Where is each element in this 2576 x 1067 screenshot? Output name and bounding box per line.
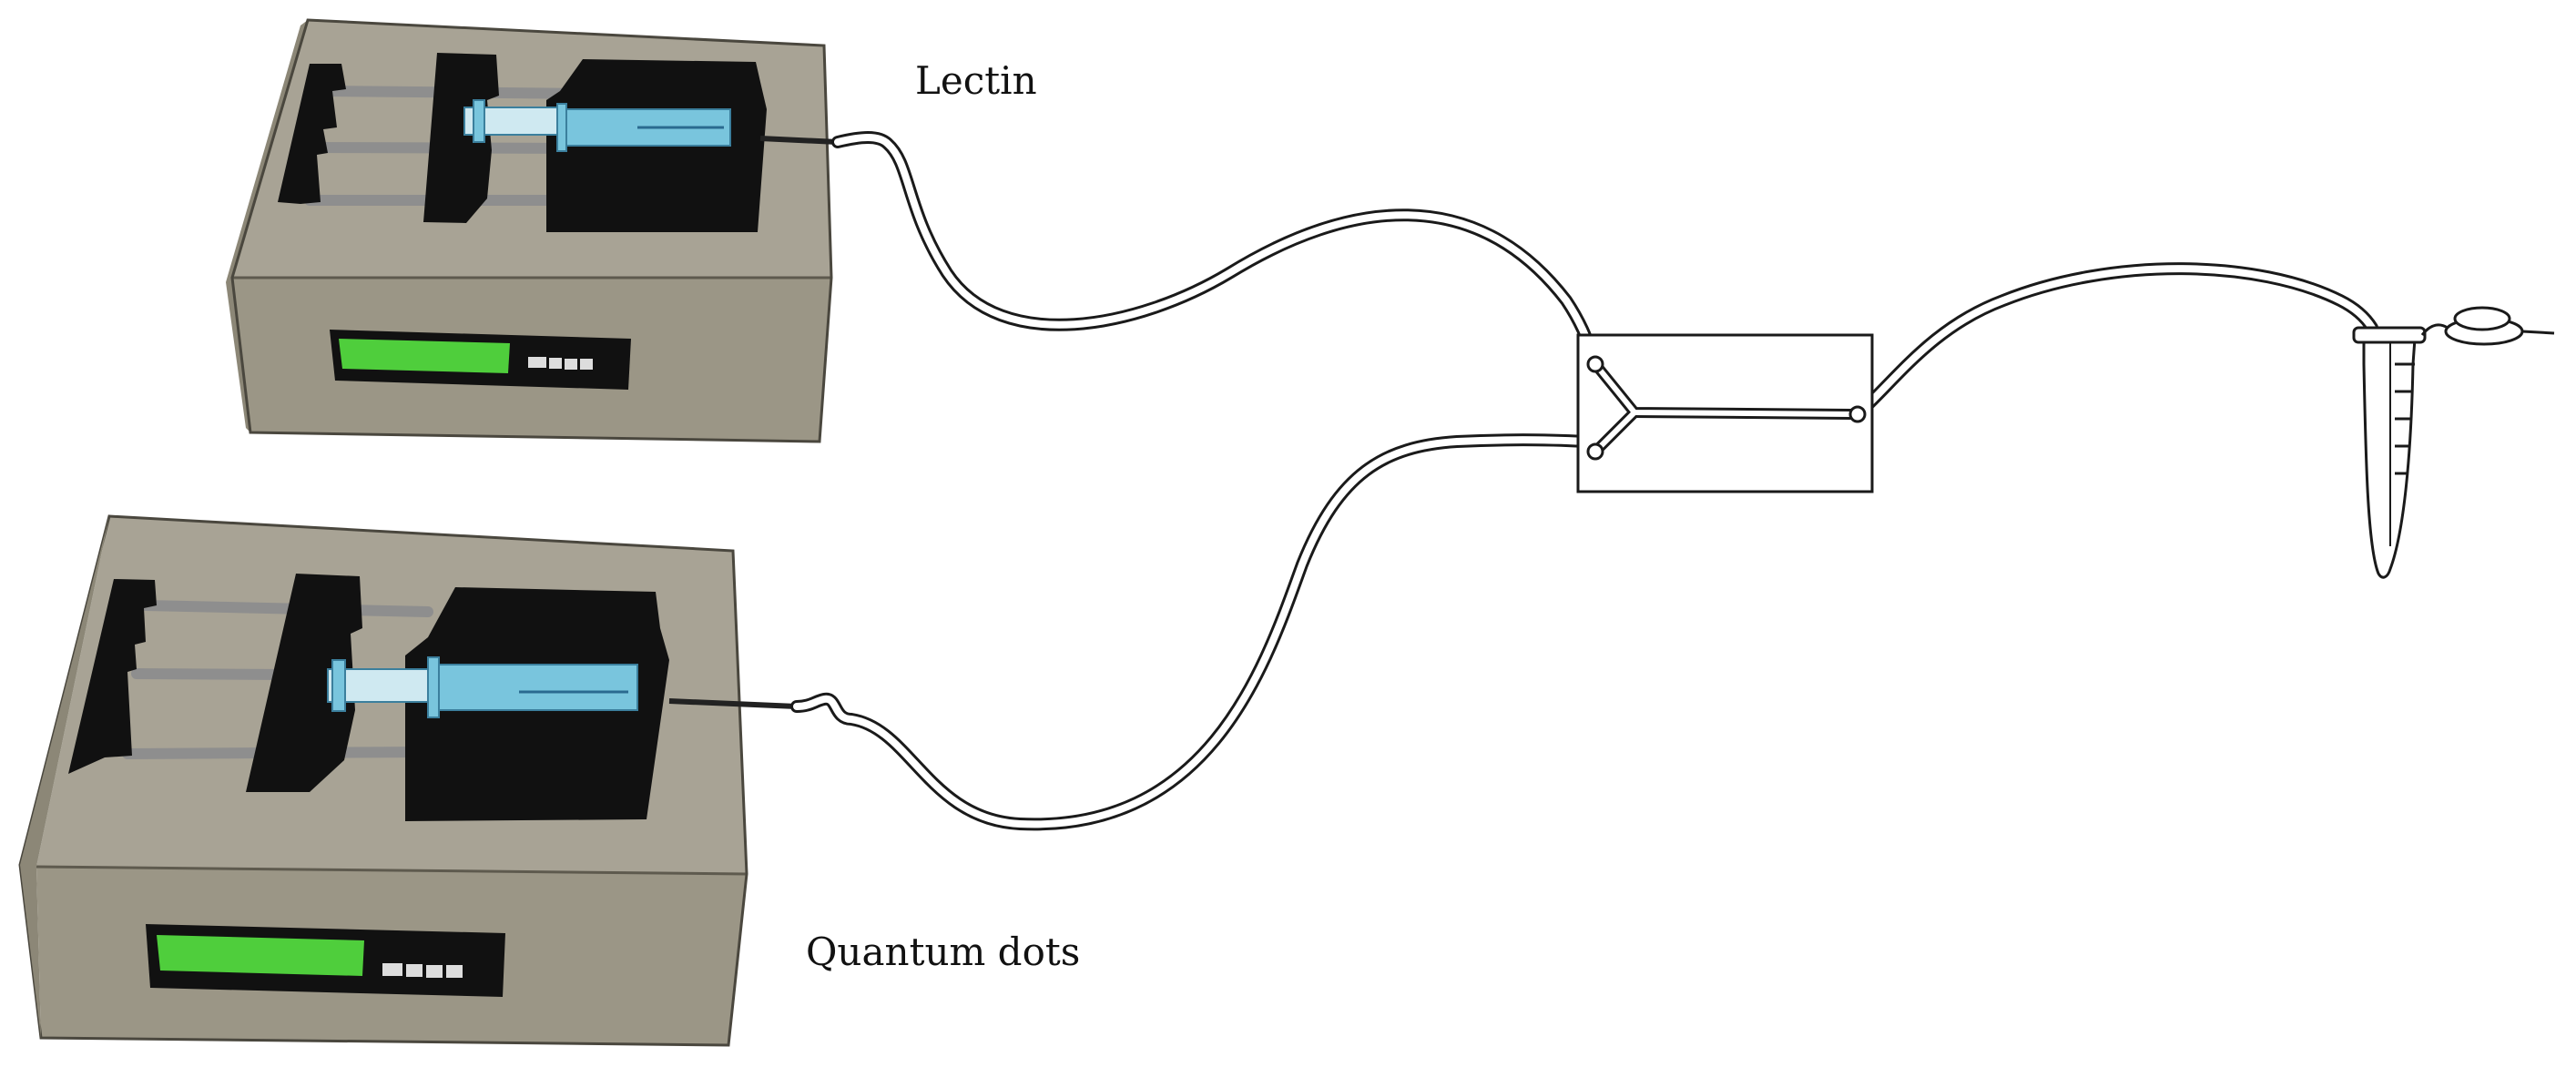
pump-side-face xyxy=(226,20,308,432)
syringe-bottom xyxy=(327,656,638,718)
end-block xyxy=(278,64,346,204)
inlet-port xyxy=(1586,442,1604,461)
microfluidic-chip xyxy=(1576,333,1874,493)
end-block xyxy=(68,579,157,774)
label-quantum-dots: Quantum dots xyxy=(806,930,1081,974)
graduation-marks xyxy=(2395,362,2415,475)
syringe-pump-bottom xyxy=(18,514,798,1047)
pump-display-panel xyxy=(146,924,505,997)
tube-hinge xyxy=(2420,323,2449,336)
pump-display-panel xyxy=(330,330,631,390)
collection-tube xyxy=(2352,306,2555,579)
lcd-display xyxy=(157,935,364,976)
pusher-block xyxy=(423,53,499,223)
inlet-port xyxy=(1586,355,1604,373)
lcd-display xyxy=(339,339,510,373)
pusher-block xyxy=(246,574,362,792)
tube-rim xyxy=(2352,326,2427,344)
tube-lectin xyxy=(831,131,1602,369)
syringe-top xyxy=(463,99,731,152)
syringe-pump-top xyxy=(226,18,839,443)
outlet-port xyxy=(1848,405,1867,423)
label-lectin: Lectin xyxy=(915,58,1037,103)
tubing xyxy=(790,131,2378,831)
